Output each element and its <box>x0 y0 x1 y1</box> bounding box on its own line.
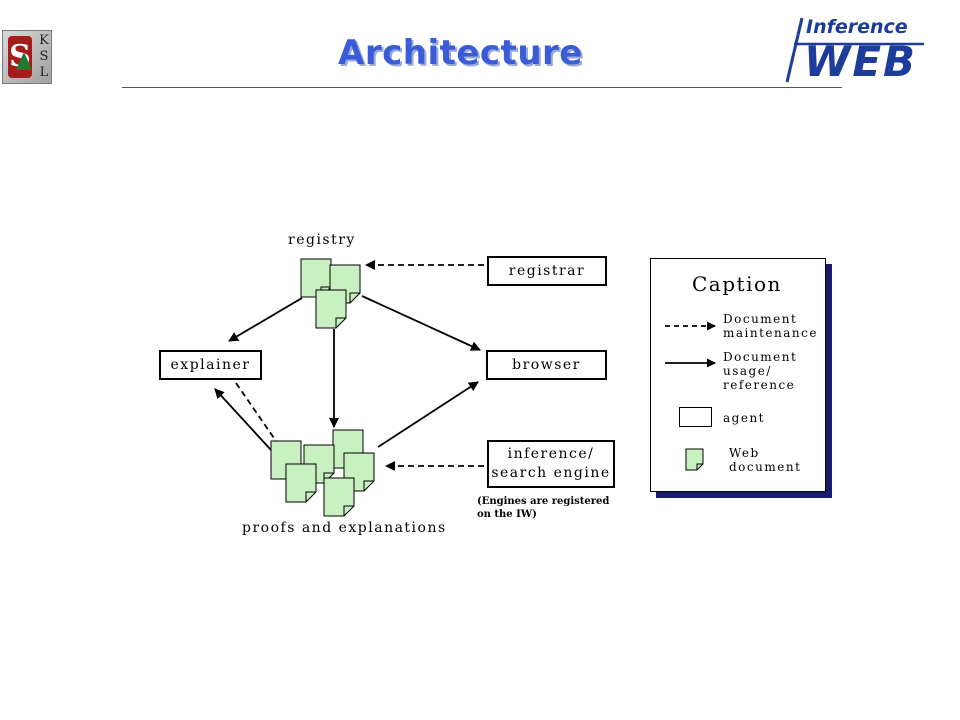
logo-inference-text: Inference <box>806 16 908 38</box>
tree-icon <box>16 52 32 70</box>
arrow-proofs-to-explainer <box>214 388 272 451</box>
browser-agent-box: browser <box>486 350 607 380</box>
legend-agent-label: agent <box>723 411 765 425</box>
legend-maintenance-line2: maintenance <box>723 326 818 340</box>
registry-label: registry <box>288 232 356 248</box>
title-divider <box>122 87 842 88</box>
explainer-agent-box: explainer <box>159 350 262 380</box>
registrar-agent-box: registrar <box>487 256 607 286</box>
arrow-registry-to-explainer <box>228 297 303 342</box>
ksl-letter-k: K <box>39 33 49 48</box>
ksl-logo: S K S L <box>2 30 52 84</box>
legend-agent-box <box>679 407 712 427</box>
registrar-label: registrar <box>508 263 586 279</box>
caption-title: Caption <box>692 272 782 296</box>
legend-maintenance-line1: Document <box>723 312 798 326</box>
legend-usage-line3: reference <box>723 378 796 392</box>
arrow-proofs-to-browser <box>377 381 479 448</box>
arrow-explainer-to-proofs <box>235 382 277 442</box>
legend-web-document-line1: Web <box>729 446 760 460</box>
legend-maintenance-text: Document maintenance <box>723 312 818 340</box>
slide-title: Architecture <box>338 33 583 73</box>
explainer-label: explainer <box>170 357 251 373</box>
ksl-letter-l: L <box>39 65 49 80</box>
inference-label-line2: search engine <box>491 465 611 481</box>
legend-usage-line2: usage/ <box>723 364 772 378</box>
proofs-label: proofs and explanations <box>242 520 447 536</box>
registry-documents-icon <box>300 258 361 329</box>
logo-web-text: WEB <box>804 37 918 86</box>
engines-note-line1: (Engines are registered <box>477 496 610 507</box>
browser-label: browser <box>512 357 581 373</box>
inference-label-line1: inference/ <box>507 446 595 462</box>
proofs-documents-icon <box>270 429 375 517</box>
inference-web-logo-icon <box>785 17 924 83</box>
caption-legend-graphics <box>665 321 716 471</box>
legend-web-document-icon <box>685 448 704 471</box>
caption-legend: Caption Document maintenance Document us… <box>650 258 826 492</box>
inference-engine-agent-box: inference/ search engine <box>487 440 615 488</box>
engines-note-line2: on the IW) <box>477 509 537 520</box>
stanford-s-icon: S <box>8 36 32 78</box>
ksl-letter-s: S <box>39 49 49 64</box>
legend-usage-line1: Document <box>723 350 798 364</box>
legend-usage-text: Document usage/ reference <box>723 350 797 392</box>
legend-web-document-line2: document <box>729 460 802 474</box>
legend-web-document-text: Web document <box>729 446 801 474</box>
arrow-registry-to-browser <box>361 295 481 351</box>
